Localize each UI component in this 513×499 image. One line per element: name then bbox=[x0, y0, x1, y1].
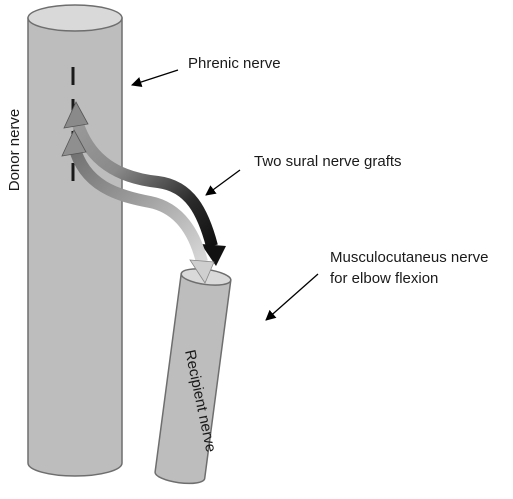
sural-graft-arrow-2 bbox=[61, 129, 215, 284]
phrenic-nerve-label: Phrenic nerve bbox=[188, 55, 281, 72]
musculocutaneus-label-line1: Musculocutaneus nerve bbox=[330, 249, 488, 266]
musculo-pointer-line bbox=[265, 273, 319, 321]
donor-nerve-cylinder bbox=[27, 4, 123, 477]
donor-nerve-label: Donor nerve bbox=[6, 109, 23, 192]
phrenic-pointer-line bbox=[131, 69, 179, 88]
sural-graft-arrow-1 bbox=[63, 101, 226, 266]
grafts-label: Two sural nerve grafts bbox=[254, 153, 402, 170]
musculocutaneus-label-line2: for elbow flexion bbox=[330, 270, 438, 287]
grafts-pointer-line bbox=[205, 169, 241, 196]
